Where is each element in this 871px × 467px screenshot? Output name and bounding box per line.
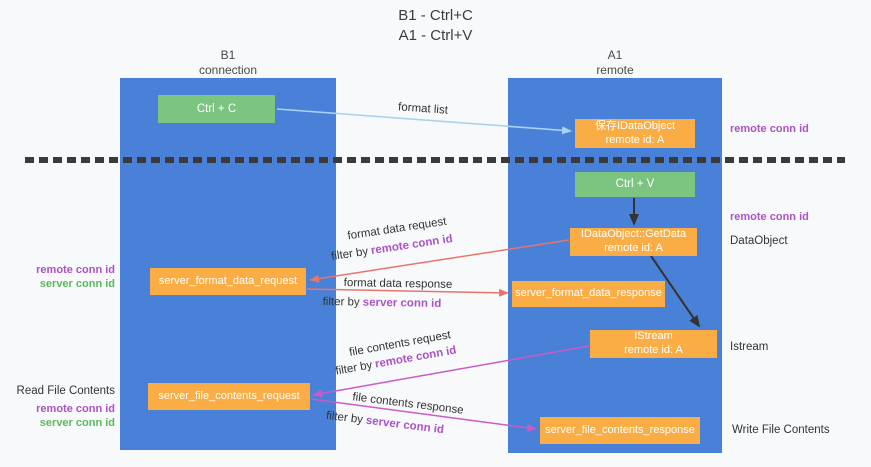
node-ctrl-c: Ctrl + C — [158, 95, 275, 123]
node-istream-line1: IStream — [634, 330, 673, 343]
node-fmt-req-label: server_format_data_request — [158, 274, 298, 287]
format-list-arrow — [276, 108, 572, 135]
title-line-1: B1 - Ctrl+C — [398, 7, 473, 24]
node-istream: IStream remote id: A — [590, 330, 717, 358]
node-getdata-line2: remote id: A — [604, 242, 663, 254]
left-read-file-contents: Read File Contents — [16, 385, 115, 397]
edge-label-format-data-response: format data response — [343, 277, 453, 291]
node-ctrl-v: Ctrl + V — [575, 172, 695, 197]
node-save-line1: 保存IDataObject — [594, 119, 676, 132]
right-label-write-file-contents: Write File Contents — [732, 424, 830, 436]
right-label-remote-conn-id-top: remote conn id — [730, 123, 809, 135]
left-label-group-file: Read File Contents remote conn id server… — [10, 384, 115, 431]
node-istream-line2: remote id: A — [624, 344, 683, 356]
session-separator-line — [25, 157, 845, 163]
node-ctrl-c-label: Ctrl + C — [196, 102, 237, 115]
left-remote-conn-id-2: remote conn id — [36, 402, 115, 415]
node-idataobject-getdata: IDataObject::GetData remote id: A — [570, 228, 697, 256]
node-save-line2: remote id: A — [605, 133, 665, 146]
lifeline-header-a1: A1 remote — [508, 48, 722, 78]
format-data-response-arrow — [306, 288, 509, 297]
right-label-remote-conn-id-mid: remote conn id — [730, 211, 809, 223]
right-label-istream: Istream — [730, 341, 769, 353]
node-file-resp-label: server_file_contents_response — [545, 423, 695, 436]
node-server-format-data-request: server_format_data_request — [150, 268, 306, 295]
lifeline-a1-name: A1 — [607, 48, 623, 62]
title-line-2: A1 - Ctrl+V — [398, 27, 473, 45]
node-save-idataobject: 保存IDataObject remote id: A — [575, 119, 695, 148]
node-server-file-contents-response: server_file_contents_response — [540, 417, 700, 444]
node-fmt-resp-label: server_format_data_response — [515, 287, 662, 300]
node-server-format-data-response: server_format_data_response — [512, 281, 665, 307]
filter-by-text: filter by — [322, 295, 360, 309]
node-file-req-label: server_file_contents_request — [158, 389, 300, 402]
lifeline-header-b1: B1 connection — [120, 48, 336, 78]
diagram-title: B1 - Ctrl+C A1 - Ctrl+V — [0, 6, 871, 47]
left-server-conn-id-1: server conn id — [39, 278, 115, 291]
format-data-request-arrow — [309, 239, 570, 283]
file-contents-request-arrow — [312, 345, 590, 398]
left-remote-conn-id-1: remote conn id — [36, 264, 115, 276]
node-ctrl-v-label: Ctrl + V — [615, 178, 655, 191]
file-contents-response-arrow — [310, 398, 537, 432]
server-conn-id-text: server conn id — [362, 296, 442, 311]
left-label-group-format: remote conn id server conn id — [10, 263, 115, 292]
node-server-file-contents-request: server_file_contents_request — [148, 383, 310, 410]
lifeline-b1-name: B1 — [220, 48, 236, 62]
node-getdata-line1: IDataObject::GetData — [580, 228, 687, 241]
lifeline-b1-role: connection — [198, 63, 258, 77]
left-server-conn-id-2: server conn id — [39, 417, 115, 430]
right-label-dataobject: DataObject — [730, 235, 788, 247]
getdata-to-istream-arrow — [650, 255, 701, 328]
lifeline-a1-role: remote — [596, 63, 634, 77]
